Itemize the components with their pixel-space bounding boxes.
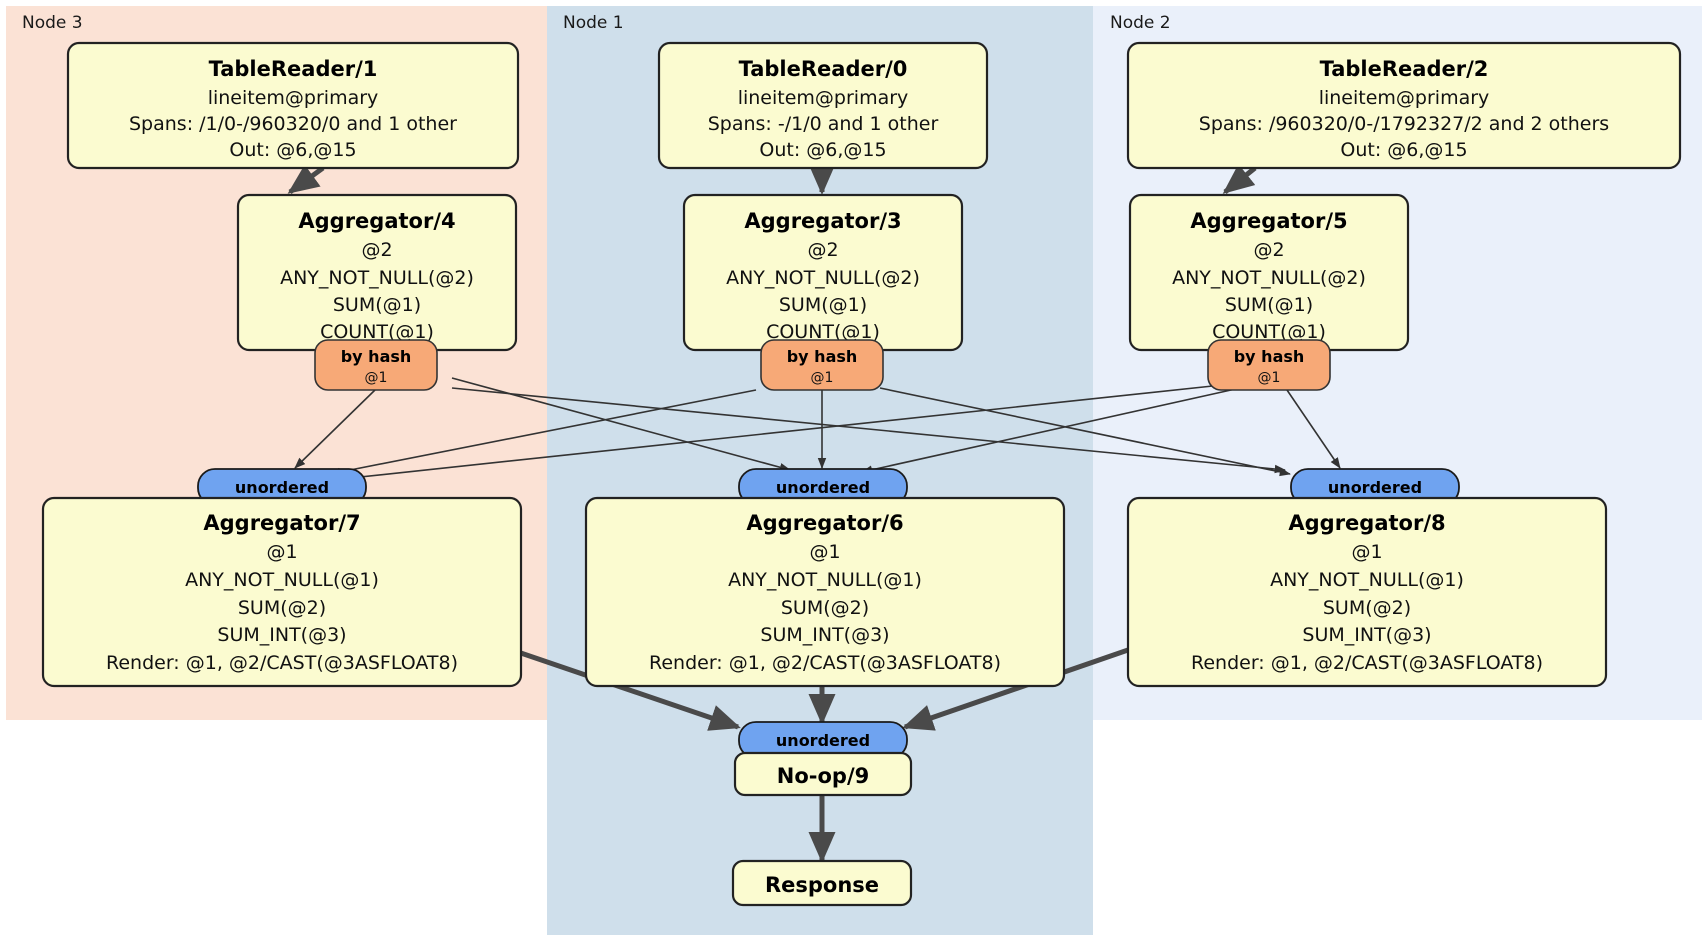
box-table-reader-1[interactable]: TableReader/1 lineitem@primary Spans: /1… [66,41,520,170]
edge-reader1-agg4 [287,164,325,195]
badge-unordered-right-label: unordered [1328,478,1422,497]
box-aggregator-3[interactable]: Aggregator/3 @2 ANY_NOT_NULL(@2) SUM(@1)… [682,193,964,352]
box-table-reader-2-line-2: Out: @6,@15 [1340,139,1467,161]
badge-by-hash-right-sub: @1 [1258,370,1281,386]
box-aggregator-8-line-4: Render: @1, @2/CAST(@3ASFLOAT8) [1191,652,1543,674]
box-table-reader-2[interactable]: TableReader/2 lineitem@primary Spans: /9… [1126,41,1682,170]
box-no-op-9-title: No-op/9 [777,764,869,788]
box-aggregator-4-line-3: COUNT(@1) [320,321,434,343]
box-aggregator-4-line-1: ANY_NOT_NULL(@2) [280,267,474,289]
edge-group-hash-to-unordered [294,377,1341,484]
edge-hash-center-to-unordered-right [879,387,1291,477]
box-aggregator-5-line-0: @2 [1253,239,1284,261]
box-aggregator-5-line-3: COUNT(@1) [1212,321,1326,343]
edge-group-aggregator-to-final [511,647,1129,864]
badge-by-hash-right-label: by hash [1234,347,1305,366]
box-aggregator-5-line-2: SUM(@1) [1225,294,1313,316]
edge-reader2-agg5 [1222,163,1257,194]
box-table-reader-1-line-1: Spans: /1/0-/960320/0 and 1 other [129,113,457,135]
box-aggregator-3-line-0: @2 [807,239,838,261]
box-aggregator-4-line-0: @2 [361,239,392,261]
box-aggregator-4-title: Aggregator/4 [298,209,455,233]
box-aggregator-7-line-0: @1 [266,541,297,563]
edge-hash-left-to-unordered-right [451,387,1286,474]
badge-by-hash-left-label: by hash [341,347,412,366]
edge-hash-right-to-unordered-center [861,387,1241,474]
box-no-op-9[interactable]: No-op/9 [733,751,913,797]
badge-by-hash-center[interactable]: by hash @1 [760,339,884,391]
box-aggregator-7-title: Aggregator/7 [203,511,360,535]
box-aggregator-7-line-4: Render: @1, @2/CAST(@3ASFLOAT8) [106,652,458,674]
box-table-reader-0-line-0: lineitem@primary [738,87,909,109]
box-aggregator-3-title: Aggregator/3 [744,209,901,233]
box-aggregator-8-line-0: @1 [1351,541,1382,563]
box-aggregator-7-line-1: ANY_NOT_NULL(@1) [185,569,379,591]
box-aggregator-8[interactable]: Aggregator/8 @1 ANY_NOT_NULL(@1) SUM(@2)… [1126,496,1608,688]
box-aggregator-6-line-0: @1 [809,541,840,563]
box-aggregator-6-line-3: SUM_INT(@3) [760,624,889,646]
box-aggregator-5-line-1: ANY_NOT_NULL(@2) [1172,267,1366,289]
box-aggregator-8-line-3: SUM_INT(@3) [1302,624,1431,646]
edge-agg8-to-unordered-final [902,647,1129,731]
box-aggregator-5[interactable]: Aggregator/5 @2 ANY_NOT_NULL(@2) SUM(@1)… [1128,193,1410,352]
box-aggregator-5-title: Aggregator/5 [1190,209,1347,233]
badge-unordered-right[interactable]: unordered [1290,468,1460,506]
badge-unordered-center-label: unordered [776,478,870,497]
box-aggregator-4[interactable]: Aggregator/4 @2 ANY_NOT_NULL(@2) SUM(@1)… [236,193,518,352]
box-table-reader-1-line-0: lineitem@primary [208,87,379,109]
box-aggregator-4-line-2: SUM(@1) [333,294,421,316]
badge-by-hash-left[interactable]: by hash @1 [314,339,438,391]
box-table-reader-2-title: TableReader/2 [1320,57,1489,81]
badge-by-hash-right[interactable]: by hash @1 [1207,339,1331,391]
edge-hash-left-to-unordered-left [294,389,376,469]
box-table-reader-2-line-0: lineitem@primary [1319,87,1490,109]
badge-unordered-center[interactable]: unordered [738,468,908,506]
box-response-title: Response [765,873,879,897]
edge-agg7-to-unordered-final [511,647,741,731]
badge-unordered-left[interactable]: unordered [197,468,367,506]
box-aggregator-6-line-1: ANY_NOT_NULL(@1) [728,569,922,591]
badge-unordered-final-label: unordered [776,731,870,750]
box-aggregator-6-title: Aggregator/6 [746,511,903,535]
box-aggregator-3-line-2: SUM(@1) [779,294,867,316]
box-aggregator-8-line-1: ANY_NOT_NULL(@1) [1270,569,1464,591]
badge-by-hash-center-label: by hash [787,347,858,366]
box-table-reader-0-line-2: Out: @6,@15 [759,139,886,161]
box-table-reader-1-line-2: Out: @6,@15 [229,139,356,161]
box-aggregator-6-line-2: SUM(@2) [781,597,869,619]
box-aggregator-6-line-4: Render: @1, @2/CAST(@3ASFLOAT8) [649,652,1001,674]
badge-by-hash-center-sub: @1 [811,370,834,386]
box-aggregator-3-line-3: COUNT(@1) [766,321,880,343]
box-aggregator-7-line-2: SUM(@2) [238,597,326,619]
badge-unordered-left-label: unordered [235,478,329,497]
edge-hash-right-to-unordered-left [331,384,1223,484]
box-table-reader-0[interactable]: TableReader/0 lineitem@primary Spans: -/… [657,41,989,170]
badge-by-hash-left-sub: @1 [365,370,388,386]
box-aggregator-7-line-3: SUM_INT(@3) [217,624,346,646]
box-aggregator-3-line-1: ANY_NOT_NULL(@2) [726,267,920,289]
panel-node-3-label: Node 3 [22,13,83,33]
box-table-reader-0-line-1: Spans: -/1/0 and 1 other [708,113,939,135]
box-aggregator-7[interactable]: Aggregator/7 @1 ANY_NOT_NULL(@1) SUM(@2)… [41,496,523,688]
box-aggregator-8-line-2: SUM(@2) [1323,597,1411,619]
edge-hash-center-to-unordered-left [329,389,757,477]
box-table-reader-2-line-1: Spans: /960320/0-/1792327/2 and 2 others [1199,113,1609,135]
panel-node-1-label: Node 1 [563,13,624,33]
edge-group-reader-to-aggregator [287,163,1257,196]
box-aggregator-6[interactable]: Aggregator/6 @1 ANY_NOT_NULL(@1) SUM(@2)… [584,496,1066,688]
box-aggregator-8-title: Aggregator/8 [1288,511,1445,535]
panel-node-2-label: Node 2 [1110,13,1171,33]
box-response[interactable]: Response [731,859,913,907]
box-table-reader-0-title: TableReader/0 [739,57,908,81]
box-table-reader-1-title: TableReader/1 [209,57,378,81]
edge-hash-right-to-unordered-right [1286,389,1341,469]
